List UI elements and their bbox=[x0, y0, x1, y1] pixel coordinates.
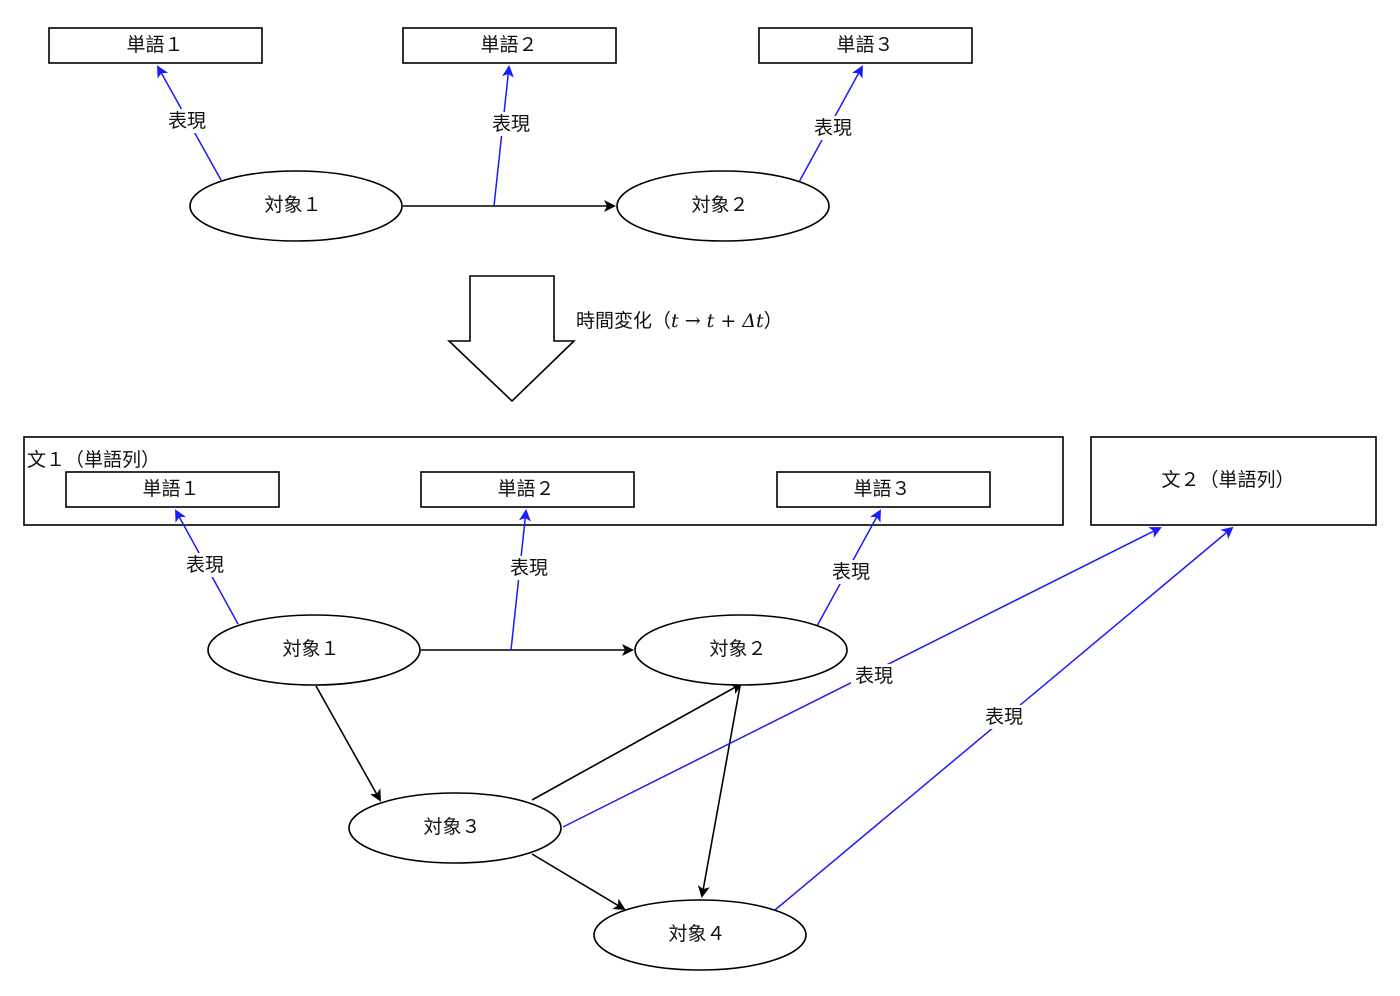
after-word-label-2: 単語２ bbox=[497, 478, 554, 500]
before-word-label-1: 単語１ bbox=[126, 34, 183, 56]
before-rep-label-2: 表現 bbox=[492, 113, 530, 135]
after-object-node-2: 対象２ bbox=[634, 614, 848, 686]
transition-label-math: t → t + Δt bbox=[671, 310, 764, 332]
transition-label-suffix: ） bbox=[764, 310, 783, 332]
before-rep-label-1: 表現 bbox=[168, 110, 206, 132]
sentence2-container: 文２（単語列） bbox=[1090, 436, 1377, 526]
before-section: 単語１ 単語２ 単語３ 表現 表現 表現 対象１ 対象２ bbox=[48, 27, 973, 242]
after-rep-label-2: 表現 bbox=[510, 557, 548, 579]
transition-label: 時間変化（t → t + Δt） bbox=[576, 310, 783, 332]
after-object-label-1: 対象１ bbox=[282, 638, 339, 660]
before-object-label-2: 対象２ bbox=[691, 194, 748, 216]
before-rep-edge-rel-word2 bbox=[493, 65, 514, 207]
after-object-node-1: 対象１ bbox=[207, 614, 421, 686]
before-word-label-3: 単語３ bbox=[836, 34, 893, 56]
before-object-node-2: 対象２ bbox=[616, 170, 830, 242]
transition-label-prefix: 時間変化（ bbox=[576, 310, 671, 332]
down-arrow-shape bbox=[447, 275, 576, 403]
after-rep-edge-rel-word2 bbox=[510, 509, 531, 651]
after-rep-label-4: 表現 bbox=[855, 665, 893, 687]
after-rep-label-5: 表現 bbox=[985, 706, 1023, 728]
before-rep-label-3: 表現 bbox=[814, 117, 852, 139]
after-word-box-1: 単語１ bbox=[65, 471, 280, 508]
after-edge-obj1-to-obj3 bbox=[315, 685, 381, 802]
after-object-label-4: 対象４ bbox=[668, 923, 725, 945]
after-object-label-2: 対象２ bbox=[709, 638, 766, 660]
before-word-box-1: 単語１ bbox=[48, 27, 263, 64]
time-transition: 時間変化（t → t + Δt） bbox=[447, 275, 783, 403]
after-section: 文１（単語列） 文２（単語列） 単語１ 単語２ 単語３ bbox=[23, 436, 1377, 971]
after-edge-obj3-to-obj2 bbox=[531, 683, 743, 801]
after-word-label-1: 単語１ bbox=[142, 478, 199, 500]
after-object-label-3: 対象３ bbox=[423, 816, 480, 838]
sentence2-title: 文２（単語列） bbox=[1161, 469, 1294, 491]
after-rep-label-3: 表現 bbox=[832, 561, 870, 583]
before-word-box-3: 単語３ bbox=[758, 27, 973, 64]
after-object-node-4: 対象４ bbox=[593, 899, 807, 971]
before-object-node-1: 対象１ bbox=[189, 170, 403, 242]
before-word-box-2: 単語２ bbox=[402, 27, 617, 64]
after-rep-label-1: 表現 bbox=[186, 554, 224, 576]
after-word-box-2: 単語２ bbox=[420, 471, 635, 508]
sentence1-title: 文１（単語列） bbox=[27, 449, 160, 471]
after-word-label-3: 単語３ bbox=[853, 478, 910, 500]
after-edge-obj2-to-obj4 bbox=[697, 685, 741, 898]
after-object-node-3: 対象３ bbox=[348, 792, 562, 864]
before-object-label-1: 対象１ bbox=[264, 194, 321, 216]
after-edge-obj3-to-obj4 bbox=[531, 853, 626, 911]
after-word-box-3: 単語３ bbox=[776, 471, 991, 508]
before-word-label-2: 単語２ bbox=[480, 34, 537, 56]
